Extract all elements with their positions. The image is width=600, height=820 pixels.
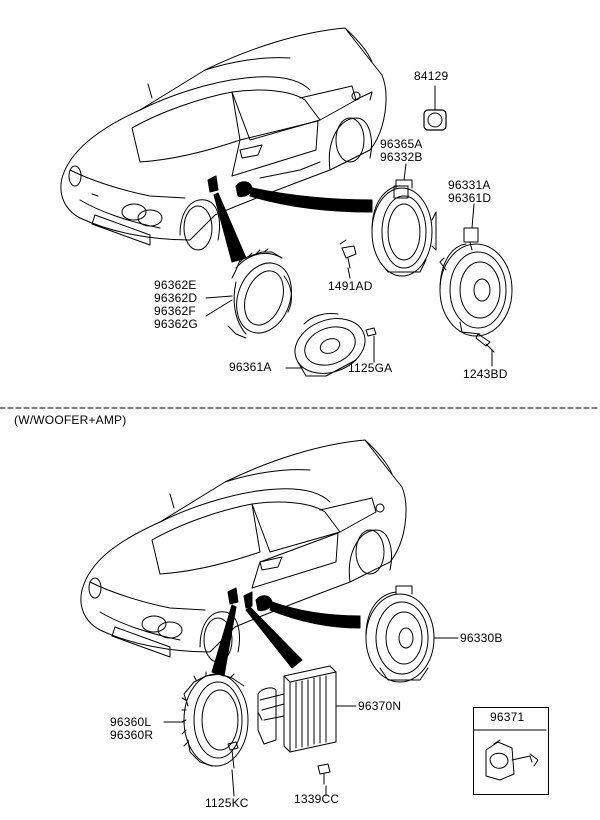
screw-1125GA-shape: [365, 327, 377, 355]
label-96332B: 96332B: [380, 150, 423, 164]
label-96362F: 96362F: [154, 304, 196, 318]
screw-1125KC-shape: [227, 741, 239, 769]
label-96362D: 96362D: [154, 291, 198, 305]
screw-1243BD-shape: [475, 333, 495, 353]
speaker-96330B-shape: [365, 585, 435, 683]
label-96370N: 96370N: [358, 699, 402, 713]
label-1243BD: 1243BD: [463, 367, 508, 381]
label-96360L: 96360L: [110, 715, 152, 729]
section-heading-woofer-amp: (W/WOOFER+AMP): [14, 413, 127, 427]
label-96360R: 96360R: [110, 728, 154, 742]
label-1125GA: 1125GA: [348, 361, 393, 375]
speaker-96365A-shape: [371, 179, 437, 277]
top-car-illustration: [60, 27, 387, 263]
label-1125KC: 1125KC: [205, 796, 249, 810]
label-96365A: 96365A: [380, 137, 423, 151]
label-1491AD: 1491AD: [328, 279, 373, 293]
speaker-96362-shape: [227, 248, 292, 339]
inset-box-96371: [473, 707, 549, 795]
woofer-96360-shape: [181, 669, 249, 767]
label-96362E: 96362E: [154, 278, 197, 292]
label-84129: 84129: [414, 69, 449, 83]
label-96361D: 96361D: [448, 191, 492, 205]
clip-1491AD-shape: [339, 239, 357, 269]
clip-1339CC-shape: [317, 763, 331, 785]
label-96361A: 96361A: [229, 360, 272, 374]
label-96362G: 96362G: [154, 317, 198, 331]
bottom-car-illustration: [80, 439, 407, 677]
amplifier-96370N-shape: [257, 665, 337, 753]
label-96331A: 96331A: [448, 178, 491, 192]
label-1339CC: 1339CC: [294, 792, 340, 806]
label-96371: 96371: [490, 710, 525, 724]
label-96330B: 96330B: [460, 631, 503, 645]
speaker-96331A-shape: [439, 227, 513, 337]
part-96371-shape: [485, 739, 539, 781]
speaker-96361A-shape: [294, 313, 366, 377]
